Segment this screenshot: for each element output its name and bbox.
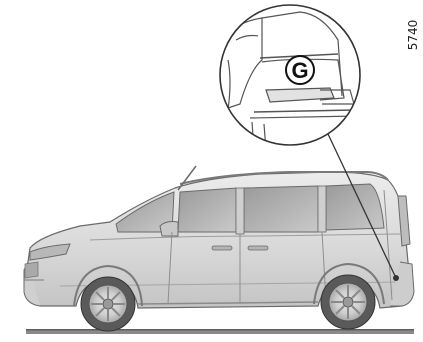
front-wheel bbox=[81, 277, 135, 331]
callout-label: G bbox=[291, 58, 308, 83]
vehicle-windows bbox=[116, 184, 384, 234]
rear-wheel bbox=[321, 275, 375, 329]
callout-marker-g: G bbox=[286, 56, 314, 84]
